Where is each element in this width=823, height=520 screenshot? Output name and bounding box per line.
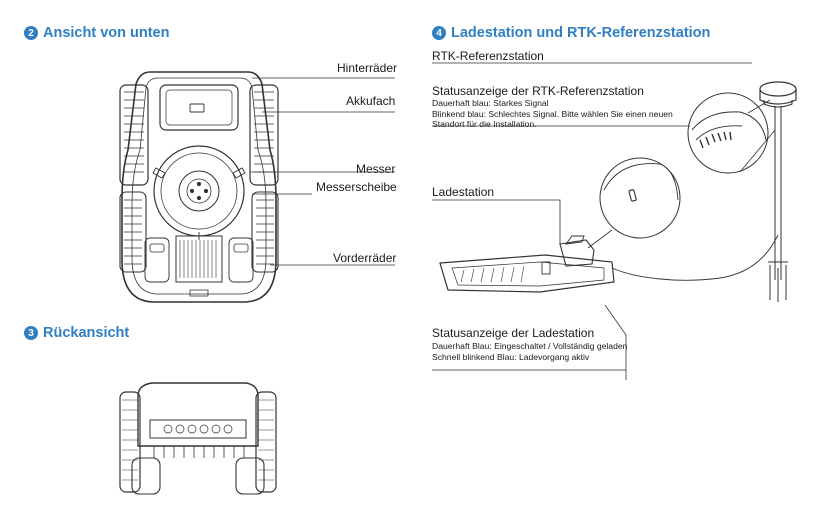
label-battery-compartment: Akkufach (346, 94, 396, 108)
rtk-status-descriptions: Dauerhaft blau: Starkes Signal Blinkend … (432, 98, 673, 130)
section-number-badge: 3 (24, 326, 38, 340)
heading-text: Ansicht von unten (43, 25, 170, 41)
rtk-status-line: Standort für die Installation. (432, 119, 537, 129)
charging-status-line: Dauerhaft Blau: Eingeschaltet / Vollstän… (432, 341, 628, 351)
front-grille (175, 235, 223, 283)
charging-status-detail-circle (599, 157, 681, 239)
rtk-status-line: Blinkend blau: Schlechtes Signal. Bitte … (432, 108, 673, 119)
rear-view-wheel-left (119, 391, 141, 493)
section-number-badge: 4 (432, 26, 446, 40)
mower-body (121, 71, 277, 303)
charging-tower (559, 239, 595, 267)
rear-wheel-right (249, 84, 279, 186)
charging-station (432, 157, 681, 380)
section-number-badge: 2 (24, 26, 38, 40)
heading-bottom-view: 2 Ansicht von unten (24, 25, 169, 41)
charging-status-descriptions: Dauerhaft Blau: Eingeschaltet / Vollstän… (432, 341, 627, 362)
battery-compartment (159, 84, 239, 131)
mower-rear-view (119, 382, 277, 495)
heading-text: Rückansicht (43, 325, 130, 341)
rear-view-front-wheel-right (235, 457, 265, 495)
rear-view-front-wheel-left (131, 457, 161, 495)
label-charging-station: Ladestation (432, 185, 495, 199)
label-rtk-station: RTK-Referenzstation (432, 49, 544, 63)
rtk-antenna (759, 81, 797, 97)
rear-body (137, 382, 259, 447)
charging-plate (439, 254, 615, 293)
label-blade: Messer (356, 162, 396, 176)
label-front-wheels: Vorderräder (333, 251, 397, 265)
heading-text: Ladestation und RTK-Referenzstation (451, 25, 711, 41)
heading-station: 4 Ladestation und RTK-Referenzstation (432, 25, 710, 41)
label-blade-disc: Messerscheibe (316, 180, 397, 194)
rtk-status-line: Dauerhaft blau: Starkes Signal (432, 98, 549, 108)
blade-disc (153, 145, 245, 237)
rear-label-panel (149, 419, 247, 439)
rear-wheel-left (119, 84, 149, 186)
rtk-status-title: Statusanzeige der RTK-Referenzstation (432, 84, 644, 98)
rear-view-wheel-right (255, 391, 277, 493)
label-rear-wheels: Hinterräder (337, 61, 398, 75)
rtk-reference-station (432, 62, 797, 302)
callout-lines (250, 77, 395, 266)
mower-bottom-view (119, 71, 395, 303)
heading-rear-view: 3 Rückansicht (24, 325, 129, 341)
rtk-status-detail-circle (687, 92, 769, 174)
charging-status-led (628, 189, 637, 202)
station-cable (611, 234, 779, 281)
blade (152, 167, 166, 179)
charging-status-line: Schnell blinkend Blau: Ladevorgang aktiv (432, 351, 590, 362)
charging-status-title: Statusanzeige der Ladestation (432, 326, 595, 340)
rtk-pole (774, 106, 782, 280)
